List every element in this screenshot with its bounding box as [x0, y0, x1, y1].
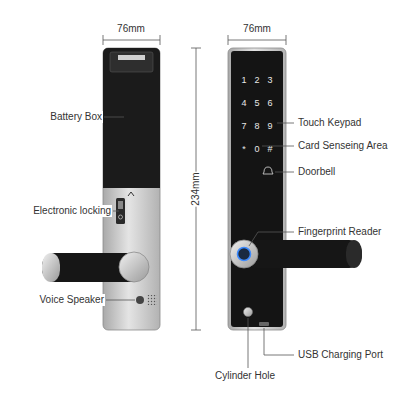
keypad-key: 5 — [254, 98, 259, 108]
keypad-key: 6 — [267, 98, 272, 108]
keypad-key: 9 — [267, 121, 272, 131]
keypad-key: 8 — [254, 121, 259, 131]
dimension-label: 76mm — [242, 23, 272, 35]
part-label: USB Charging Port — [297, 349, 384, 361]
keypad-key: 1 — [241, 75, 246, 85]
part-label: Battery Box — [49, 111, 103, 123]
part-label: Voice Speaker — [39, 294, 106, 306]
keypad-key: 2 — [254, 75, 259, 85]
keypad-key: * — [242, 144, 246, 154]
part-label: Touch Keypad — [297, 117, 362, 129]
keypad-key: 3 — [267, 75, 272, 85]
part-label: Card Senseing Area — [297, 140, 389, 152]
keypad-key: 7 — [241, 121, 246, 131]
dimension-label: 76mm — [116, 23, 146, 35]
keypad-key: 0 — [254, 144, 259, 154]
dimension-label: 234mm — [190, 171, 202, 206]
part-label: Cylinder Hole — [214, 370, 276, 382]
part-label: Doorbell — [297, 166, 336, 178]
keypad-key: 4 — [241, 98, 246, 108]
part-label: Fingerprint Reader — [297, 226, 382, 238]
part-label: Electronic locking — [32, 205, 112, 217]
keypad-key: # — [267, 144, 272, 154]
